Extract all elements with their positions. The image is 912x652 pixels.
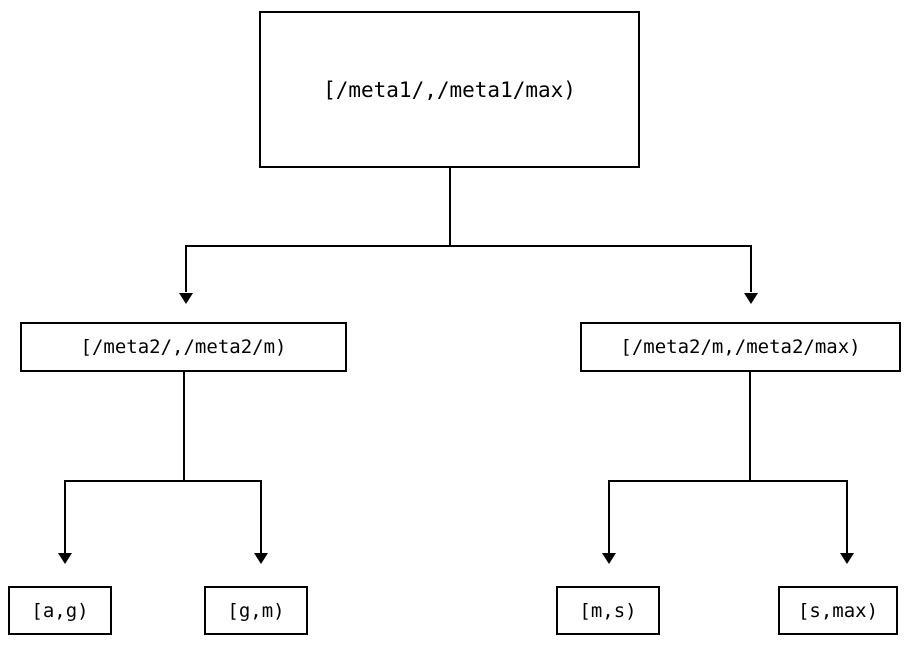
tree-node-leaf-1-label: [a,g) bbox=[31, 599, 89, 622]
edge-root-to-mid-right-drop bbox=[750, 245, 752, 292]
tree-node-leaf-4-label: [s,max) bbox=[797, 599, 879, 622]
tree-node-mid-right-label: [/meta2/m,/meta2/max) bbox=[620, 336, 861, 358]
edge-mid-left-to-leaf-1-drop bbox=[64, 480, 66, 553]
arrowhead-down-icon-root-to-mid-right bbox=[744, 293, 758, 304]
edge-mid-left-bar bbox=[64, 480, 262, 482]
tree-node-leaf-2-label: [g,m) bbox=[227, 599, 285, 622]
edge-mid-left-to-leaf-2-drop bbox=[260, 480, 262, 553]
edge-root-to-mid-left-drop bbox=[185, 245, 187, 292]
edge-root-bar bbox=[185, 245, 752, 247]
edge-mid-right-to-leaf-4-drop bbox=[846, 480, 848, 553]
arrowhead-down-icon-mid-left-to-leaf-1 bbox=[58, 553, 72, 564]
edge-mid-right-bar bbox=[608, 480, 848, 482]
tree-node-mid-right[interactable]: [/meta2/m,/meta2/max) bbox=[580, 322, 901, 372]
tree-node-leaf-1[interactable]: [a,g) bbox=[8, 586, 112, 635]
edge-mid-left-stem bbox=[183, 372, 185, 482]
tree-node-mid-left[interactable]: [/meta2/,/meta2/m) bbox=[20, 322, 347, 372]
arrowhead-down-icon-root-to-mid-left bbox=[179, 293, 193, 304]
tree-node-root[interactable]: [/meta1/,/meta1/max) bbox=[259, 11, 640, 168]
edge-root-stem bbox=[449, 168, 451, 247]
tree-node-root-label: [/meta1/,/meta1/max) bbox=[323, 77, 576, 102]
edge-mid-right-to-leaf-3-drop bbox=[608, 480, 610, 553]
tree-node-leaf-3[interactable]: [m,s) bbox=[556, 586, 660, 635]
arrowhead-down-icon-mid-left-to-leaf-2 bbox=[254, 553, 268, 564]
tree-node-mid-left-label: [/meta2/,/meta2/m) bbox=[80, 336, 287, 358]
arrowhead-down-icon-mid-right-to-leaf-3 bbox=[602, 553, 616, 564]
edge-mid-right-stem bbox=[749, 372, 751, 482]
tree-node-leaf-4[interactable]: [s,max) bbox=[778, 586, 898, 635]
tree-node-leaf-3-label: [m,s) bbox=[579, 599, 637, 622]
arrowhead-down-icon-mid-right-to-leaf-4 bbox=[840, 553, 854, 564]
tree-node-leaf-2[interactable]: [g,m) bbox=[204, 586, 308, 635]
